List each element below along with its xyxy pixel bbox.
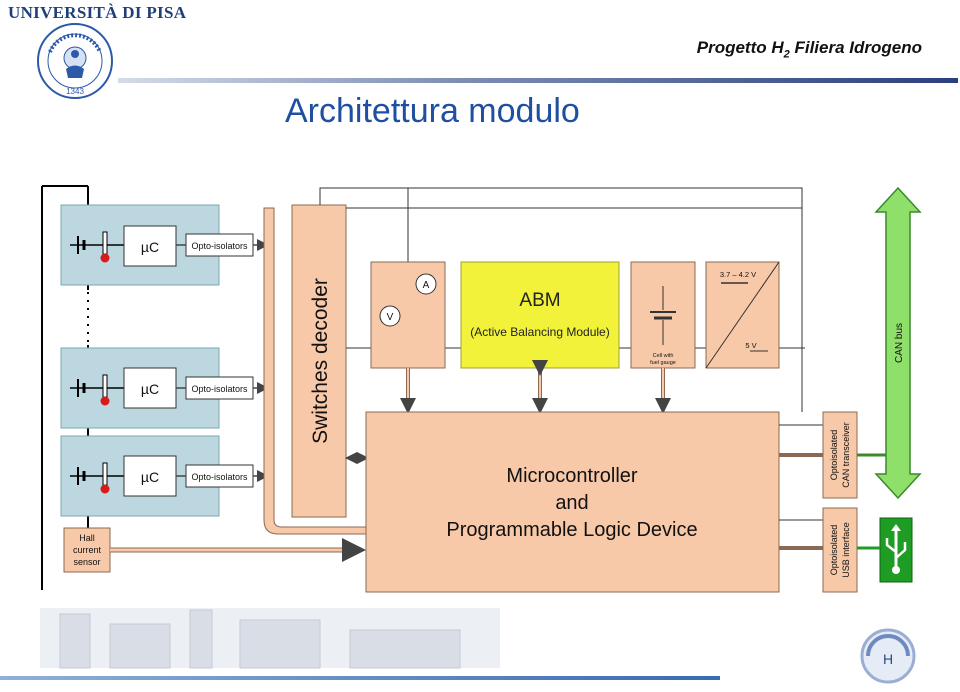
cell-block-1: µC Opto-isolators [60, 204, 269, 286]
dc-converter-block: 3.7 – 4.2 V 5 V [705, 261, 780, 369]
svg-text:Cell with: Cell with [653, 353, 674, 359]
cell-block-2: µC Opto-isolators [60, 347, 269, 429]
thermometer-icon [100, 396, 110, 406]
svg-text:3.7 – 4.2 V: 3.7 – 4.2 V [720, 270, 756, 279]
svg-text:Optoisolated: Optoisolated [829, 430, 839, 481]
slide-title: Architettura modulo [285, 92, 580, 130]
svg-text:sensor: sensor [73, 557, 100, 567]
mcu-label: µC [141, 381, 159, 397]
opto-isolators-label: Opto-isolators [191, 241, 248, 251]
cell-block-3: µC Opto-isolators [60, 435, 269, 517]
svg-text:ABM: ABM [519, 290, 560, 311]
can-bus-arrow: CAN bus [874, 186, 922, 500]
switches-decoder: Switches decoder [291, 204, 347, 518]
svg-text:(Active Balancing Module): (Active Balancing Module) [470, 325, 609, 339]
svg-text:USB interface: USB interface [841, 522, 851, 578]
abm-block: ABM (Active Balancing Module) [460, 261, 620, 369]
svg-text:Optoisolated: Optoisolated [829, 525, 839, 576]
usb-icon [879, 517, 913, 583]
microcontroller-pld-block: Microcontroller and Programmable Logic D… [365, 411, 780, 593]
svg-text:Programmable Logic Device: Programmable Logic Device [446, 519, 697, 541]
hall-current-sensor: Hall current sensor [63, 527, 111, 573]
architecture-diagram: µC Opto-isolators µC Opto-isolators µC O… [41, 185, 922, 593]
svg-text:and: and [555, 492, 588, 514]
svg-text:CAN transceiver: CAN transceiver [841, 422, 851, 488]
svg-text:Switches decoder: Switches decoder [309, 278, 332, 444]
opto-isolators-label: Opto-isolators [191, 472, 248, 482]
can-transceiver-block: Optoisolated CAN transceiver [822, 411, 858, 499]
footer-decoration: H [40, 608, 916, 684]
meter-block: A V [370, 261, 446, 369]
svg-text:Hall: Hall [79, 533, 95, 543]
project-title: Progetto H2 Filiera Idrogeno [696, 38, 922, 61]
footer-rule [0, 676, 720, 680]
usb-interface-block: Optoisolated USB interface [822, 507, 858, 593]
voltmeter-label: V [387, 312, 394, 323]
svg-text:fuel gauge: fuel gauge [650, 360, 676, 366]
mcu-label: µC [141, 469, 159, 485]
seal-year: 1343 [66, 87, 84, 96]
svg-text:5 V: 5 V [745, 341, 756, 350]
ammeter-label: A [423, 280, 430, 291]
h2-project-logo: H [860, 628, 916, 684]
svg-text:Microcontroller: Microcontroller [506, 465, 637, 487]
university-name: UNIVERSITÀ DI PISA [8, 3, 187, 22]
svg-text:H: H [883, 651, 893, 667]
thermometer-icon [100, 253, 110, 263]
svg-text:current: current [73, 545, 102, 555]
mcu-label: µC [141, 239, 159, 255]
thermometer-icon [100, 484, 110, 494]
opto-isolators-label: Opto-isolators [191, 384, 248, 394]
header-rule [118, 78, 958, 83]
fuel-gauge-block: Cell with fuel gauge [630, 261, 696, 369]
university-seal-logo: 1343 [37, 23, 113, 99]
svg-text:CAN bus: CAN bus [894, 323, 905, 363]
